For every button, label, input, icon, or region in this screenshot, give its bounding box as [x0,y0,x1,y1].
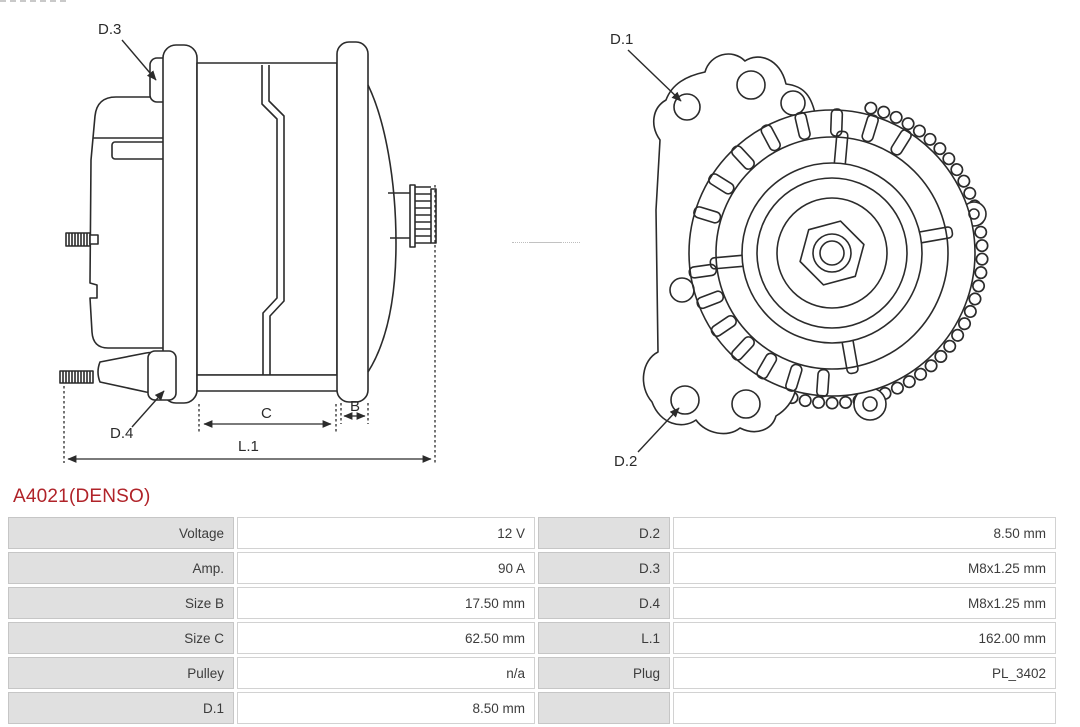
spec-value-cell: 62.50 mm [237,622,535,654]
page-title: A4021(DENSO) [13,486,151,507]
spec-value-cell: M8x1.25 mm [673,587,1056,619]
spec-value-cell: 17.50 mm [237,587,535,619]
dimension-b-label: B [350,398,360,415]
spec-label-cell: Plug [538,657,670,689]
front-housing [336,41,410,403]
d4-label: D.4 [110,425,133,442]
d3-label: D.3 [98,21,121,38]
d1-leader-arrow [627,49,682,102]
pulley-hub [741,162,923,344]
spec-label-cell: Size B [8,587,234,619]
spec-value-cell: 8.50 mm [673,517,1056,549]
spec-value-cell: M8x1.25 mm [673,552,1056,584]
mounting-holes [669,70,980,419]
spec-label-cell: Amp. [8,552,234,584]
rear-housing [89,96,169,349]
spec-value-cell: 8.50 mm [237,692,535,724]
spec-value-cell [673,692,1056,724]
d3-leader-arrow [121,39,157,81]
spec-value-cell: PL_3402 [673,657,1056,689]
d1-label: D.1 [610,31,633,48]
table-row: Pulley n/a Plug PL_3402 [8,657,1056,689]
spec-label-cell: Pulley [8,657,234,689]
toothed-rim [762,101,989,410]
mounting-bracket [162,44,198,404]
spec-value-cell: 12 V [237,517,535,549]
corner-watermark [0,0,66,5]
spec-label-cell: L.1 [538,622,670,654]
table-row: Amp. 90 A D.3 M8x1.25 mm [8,552,1056,584]
center-watermark [512,242,580,243]
dimension-l1-label: L.1 [238,438,259,455]
table-row: Voltage 12 V D.2 8.50 mm [8,517,1056,549]
spec-label-cell: Voltage [8,517,234,549]
dimension-c-label: C [261,405,272,422]
front-view-drawing: D.1 D.2 [610,31,989,470]
front-face-ring [715,136,949,370]
spec-table: Voltage 12 V D.2 8.50 mm Amp. 90 A D.3 M… [5,514,1059,727]
spec-value-cell: 162.00 mm [673,622,1056,654]
side-view-drawing: D.3 D.4 C B L.1 [59,21,437,463]
terminal-stud [65,232,99,247]
spec-value-cell: 90 A [237,552,535,584]
spec-value-cell: n/a [237,657,535,689]
table-row: Size B 17.50 mm D.4 M8x1.25 mm [8,587,1056,619]
table-row: Size C 62.50 mm L.1 162.00 mm [8,622,1056,654]
table-row: D.1 8.50 mm [8,692,1056,724]
bottom-lug [59,350,177,401]
spec-label-cell: D.4 [538,587,670,619]
d4-leader-arrow [131,390,165,428]
spec-label-cell: D.1 [8,692,234,724]
spec-label-cell [538,692,670,724]
dimension-lines [63,185,436,463]
spec-label-cell: D.3 [538,552,670,584]
d2-label: D.2 [614,453,637,470]
spec-label-cell: D.2 [538,517,670,549]
pulley [409,184,437,248]
d2-leader-arrow [637,407,680,453]
stator-body [196,62,341,392]
spec-label-cell: Size C [8,622,234,654]
